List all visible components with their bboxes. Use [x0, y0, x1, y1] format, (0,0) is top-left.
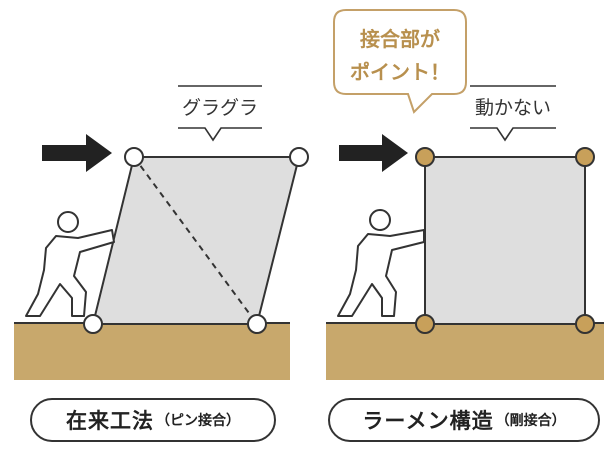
left-pin-joint-top-right: [289, 147, 309, 167]
left-label-bracket-bottom: [178, 127, 262, 142]
left-caption: 在来工法 （ピン接合）: [30, 398, 276, 442]
left-ground: [14, 322, 290, 380]
left-pin-joint-top-left: [124, 147, 144, 167]
left-label-text: グラグラ: [182, 97, 258, 119]
callout-line-1: 接合部が: [360, 27, 440, 51]
left-caption-sub: （ピン接合）: [156, 413, 240, 429]
right-caption: ラーメン構造 （剛接合）: [328, 398, 600, 442]
left-pin-joint-bottom-left: [83, 314, 103, 334]
left-push-arrow: [42, 134, 112, 172]
right-push-arrow: [339, 134, 408, 172]
left-pin-joint-bottom-right: [247, 314, 267, 334]
right-caption-sub: （剛接合）: [495, 413, 566, 429]
right-caption-main: ラーメン構造: [362, 409, 494, 433]
left-caption-main: 在来工法: [66, 409, 154, 433]
right-label-text: 動かない: [475, 97, 551, 119]
left-dashed-diagonal: [133, 156, 258, 325]
right-rigid-joint-bottom-right: [575, 314, 595, 334]
left-person-icon: [25, 211, 115, 317]
right-diagram: 動かない 接合部が ポイント！: [326, 9, 604, 380]
callout-line-2: ポイント！: [350, 60, 450, 84]
left-diagram: グラグラ: [14, 85, 309, 380]
right-label-bracket-bottom: [470, 127, 556, 142]
right-frame-panel: [424, 156, 586, 325]
right-person-icon: [337, 209, 425, 317]
right-rigid-joint-top-left: [415, 147, 435, 167]
right-ground: [326, 322, 604, 380]
right-rigid-joint-top-right: [575, 147, 595, 167]
right-rigid-joint-bottom-left: [415, 314, 435, 334]
callout-bubble: [333, 9, 467, 114]
